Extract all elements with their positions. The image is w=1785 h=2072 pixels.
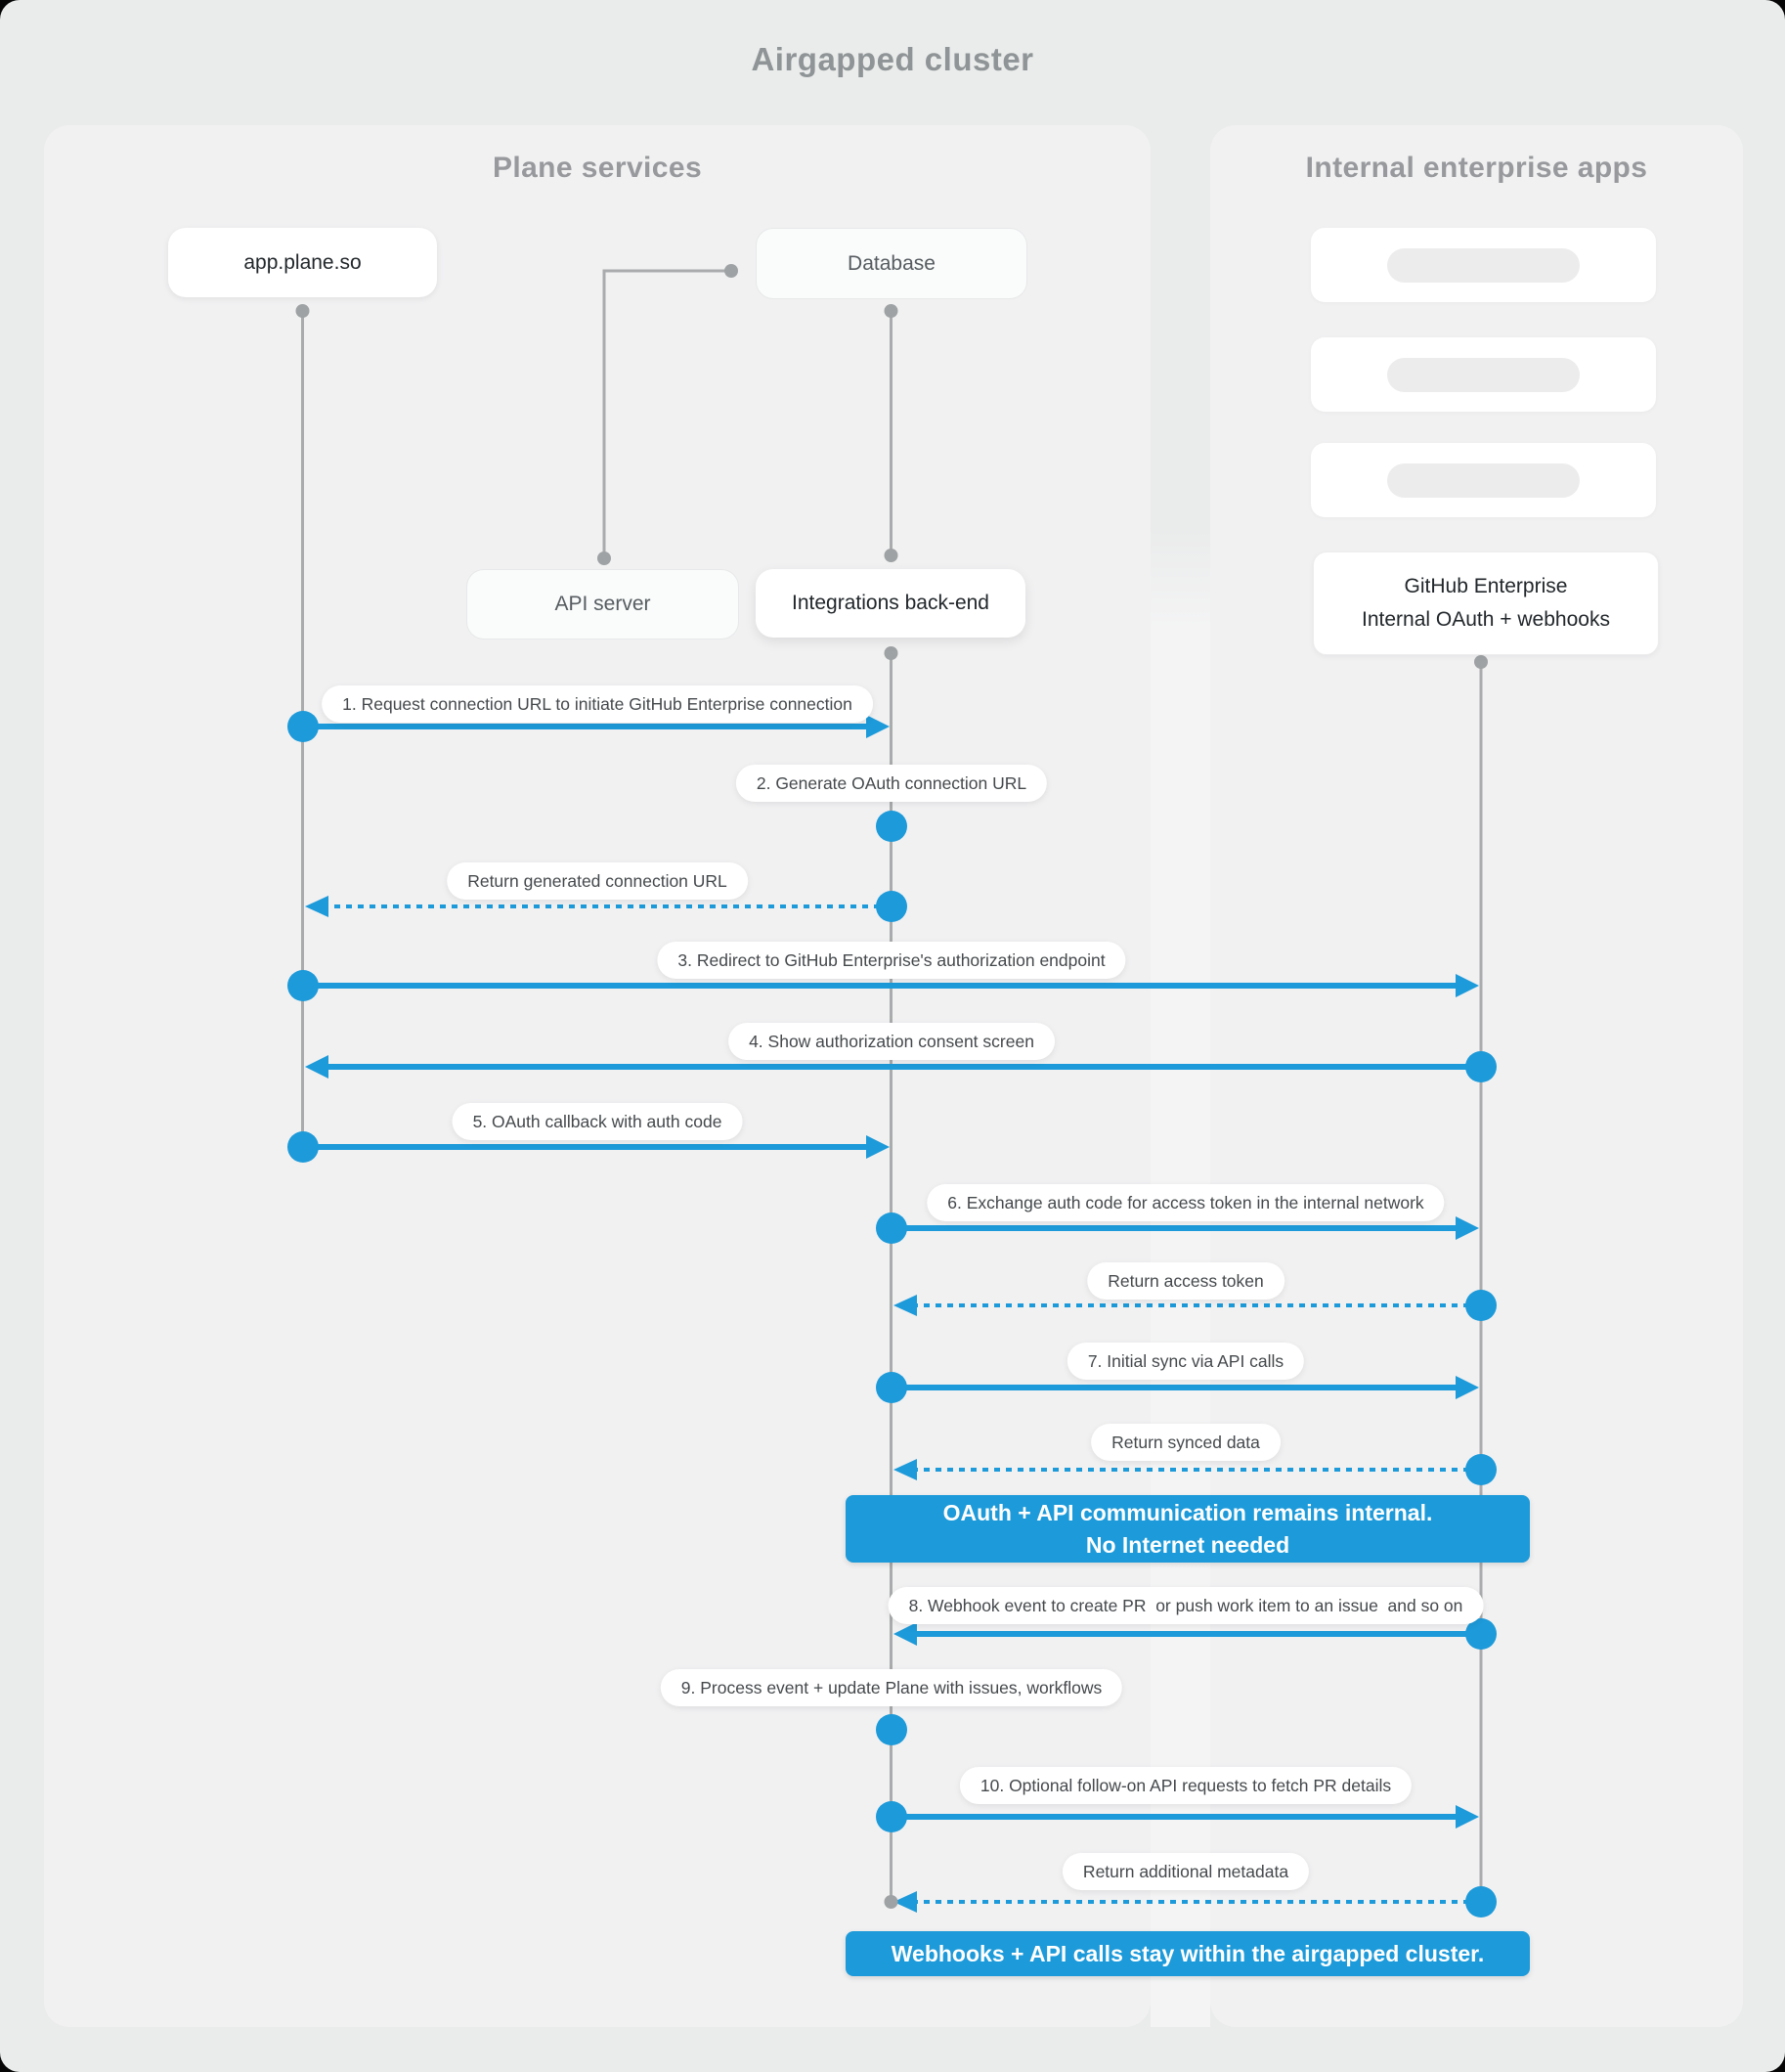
arrow-return-connection-url bbox=[305, 896, 892, 917]
panel-header-plane-services: Plane services bbox=[492, 152, 703, 184]
message-label-return-synced: Return synced data bbox=[1091, 1424, 1281, 1461]
arrow-initial-sync bbox=[892, 1376, 1479, 1399]
message-label-5: 5. OAuth callback with auth code bbox=[452, 1103, 743, 1140]
banner-airgapped-note: Webhooks + API calls stay within the air… bbox=[846, 1931, 1530, 1976]
lifeline-endpoint-dots bbox=[295, 264, 1488, 669]
connector-api-server-to-database bbox=[602, 269, 731, 558]
arrow-show-consent-screen bbox=[305, 1055, 1481, 1079]
lifelines bbox=[301, 269, 1483, 1902]
solid-message-arrows bbox=[303, 715, 1481, 1829]
node-github-enterprise: GitHub Enterprise Internal OAuth + webho… bbox=[1313, 551, 1659, 655]
arrow-follow-on-api-requests bbox=[892, 1805, 1479, 1829]
message-label-10: 10. Optional follow-on API requests to f… bbox=[959, 1767, 1413, 1804]
message-label-return-metadata: Return additional metadata bbox=[1062, 1853, 1310, 1890]
message-label-return-url: Return generated connection URL bbox=[447, 862, 748, 900]
placeholder-pill bbox=[1387, 247, 1580, 283]
arrow-request-connection-url bbox=[303, 715, 890, 738]
message-label-7: 7. Initial sync via API calls bbox=[1067, 1343, 1305, 1380]
node-database: Database bbox=[756, 228, 1027, 299]
arrow-return-additional-metadata bbox=[893, 1891, 1481, 1913]
message-label-6: 6. Exchange auth code for access token i… bbox=[927, 1184, 1445, 1221]
panel-header-internal-apps: Internal enterprise apps bbox=[1305, 152, 1648, 184]
panel-plane-services bbox=[44, 125, 1151, 2027]
message-label-1: 1. Request connection URL to initiate Gi… bbox=[322, 685, 873, 723]
arrow-redirect-authorization bbox=[303, 974, 1479, 997]
message-label-return-token: Return access token bbox=[1087, 1262, 1284, 1300]
event-dots bbox=[287, 711, 1497, 1918]
arrow-return-synced-data bbox=[893, 1459, 1481, 1480]
arrow-webhook-event bbox=[893, 1622, 1481, 1646]
arrow-oauth-callback bbox=[303, 1135, 890, 1159]
placeholder-pill bbox=[1387, 463, 1580, 498]
message-label-4: 4. Show authorization consent screen bbox=[728, 1023, 1055, 1060]
lifeline-terminal-dot bbox=[884, 1895, 898, 1909]
message-label-2: 2. Generate OAuth connection URL bbox=[735, 765, 1048, 802]
placeholder-app-card bbox=[1311, 337, 1656, 412]
message-label-3: 3. Redirect to GitHub Enterprise's autho… bbox=[657, 942, 1126, 979]
node-api-server: API server bbox=[466, 569, 739, 639]
placeholder-app-card bbox=[1311, 228, 1656, 302]
page-title: Airgapped cluster bbox=[751, 41, 1034, 77]
message-label-9: 9. Process event + update Plane with iss… bbox=[660, 1669, 1123, 1706]
placeholder-pill bbox=[1387, 357, 1580, 392]
message-label-8: 8. Webhook event to create PR or push wo… bbox=[888, 1587, 1484, 1624]
node-app-plane: app.plane.so bbox=[168, 228, 437, 297]
arrow-exchange-auth-code bbox=[892, 1216, 1479, 1240]
banner-internal-note: OAuth + API communication remains intern… bbox=[846, 1495, 1530, 1563]
placeholder-app-card bbox=[1311, 443, 1656, 517]
dashed-return-arrows bbox=[305, 896, 1481, 1913]
arrow-return-access-token bbox=[893, 1295, 1481, 1316]
node-integrations-backend: Integrations back-end bbox=[756, 569, 1025, 638]
